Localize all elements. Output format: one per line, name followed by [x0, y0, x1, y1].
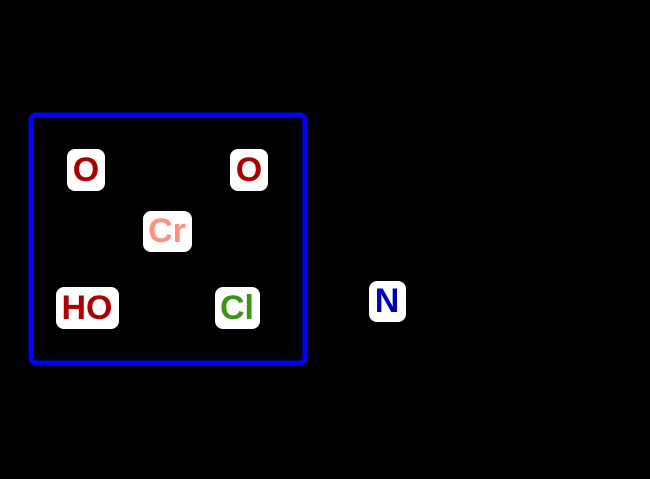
- atom-ho-label: HO: [62, 289, 113, 327]
- atom-o-top-left: O: [67, 149, 105, 191]
- atom-o-top-right: O: [230, 149, 268, 191]
- atom-n-label: N: [375, 282, 400, 320]
- atom-cl: Cl: [215, 287, 260, 329]
- atom-n-halo: [369, 281, 406, 322]
- atom-o-top-right-halo: [230, 149, 268, 191]
- atom-o-top-right-label: O: [236, 151, 262, 189]
- atom-cr-label: Cr: [148, 212, 186, 250]
- atom-cl-halo: [215, 287, 260, 329]
- atom-o-top-left-halo: [67, 149, 105, 191]
- complex-bracket-box: [28, 112, 308, 366]
- atom-cr: Cr: [143, 211, 192, 252]
- atom-cl-label: Cl: [220, 289, 254, 327]
- atom-n: N: [369, 281, 406, 322]
- atom-ho-halo: [56, 287, 119, 329]
- atom-ho: HO: [56, 287, 119, 329]
- atom-cr-halo: [143, 211, 192, 252]
- atom-o-top-left-label: O: [73, 151, 99, 189]
